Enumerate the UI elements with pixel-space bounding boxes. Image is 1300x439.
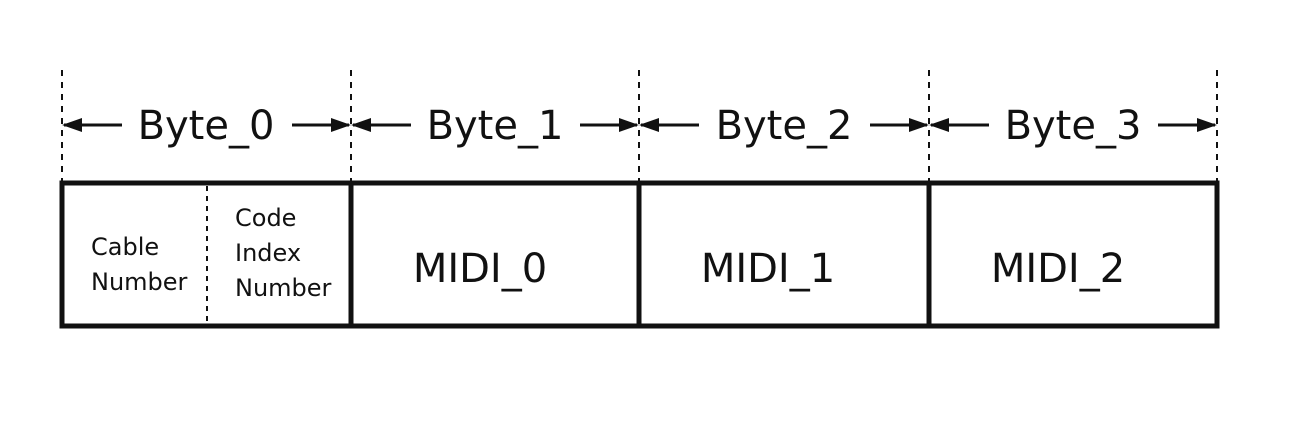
cable-number-line-2: Number: [91, 268, 188, 296]
midi-0-label: MIDI_0: [413, 246, 547, 292]
midi-2-label: MIDI_2: [991, 246, 1125, 292]
midi-1-label: MIDI_1: [701, 246, 835, 292]
cable-number-line-1: Cable: [91, 233, 159, 261]
byte-3-label: Byte_3: [1005, 103, 1142, 149]
code-index-number-line-2: Index: [235, 239, 301, 267]
code-index-number-label: Code Index Number: [235, 204, 332, 302]
byte-1-label: Byte_1: [427, 103, 564, 149]
code-index-number-line-1: Code: [235, 204, 296, 232]
cable-number-label: Cable Number: [91, 233, 188, 296]
byte-2-label: Byte_2: [716, 103, 853, 149]
code-index-number-line-3: Number: [235, 274, 332, 302]
byte-0-label: Byte_0: [138, 103, 275, 149]
